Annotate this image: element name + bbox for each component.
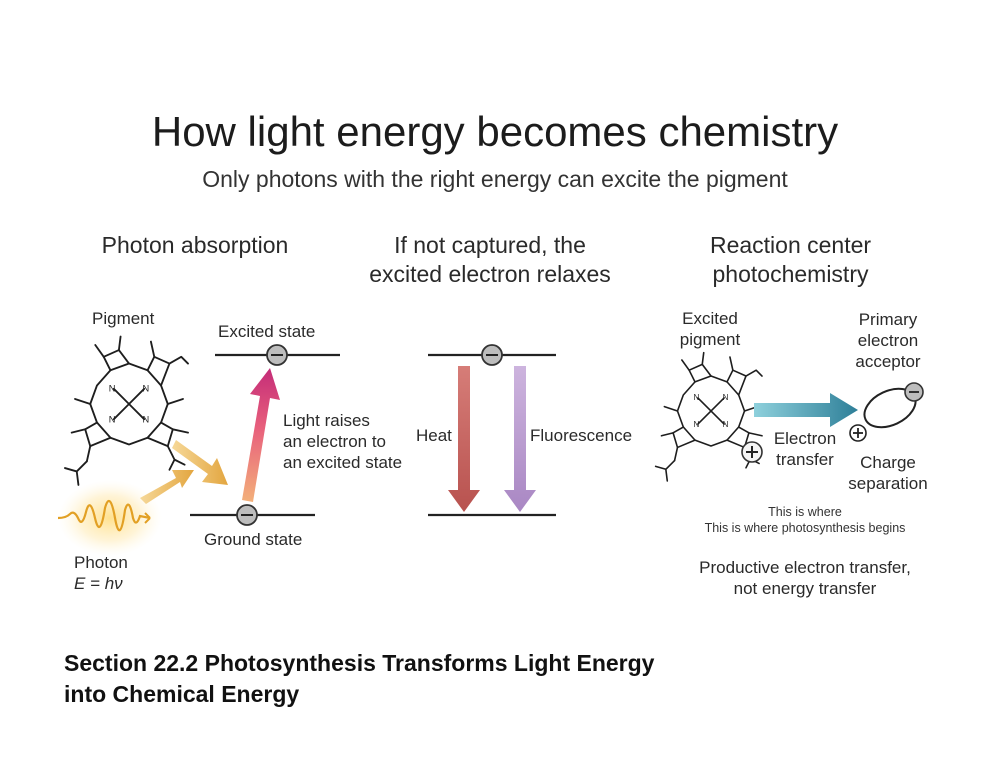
photon-arrow-1 (140, 470, 194, 504)
header-photon-absorption: Photon absorption (101, 232, 289, 258)
excitation-arrow (242, 368, 280, 502)
photon-arrow-2 (172, 440, 228, 485)
header-reaction-center: Reaction center photochemistry (709, 232, 872, 287)
charge-separation-label: Charge separation (848, 453, 928, 493)
photon-equation: E = hν (74, 574, 123, 593)
acceptor-electron (904, 382, 924, 402)
electron-transfer-arrow (754, 393, 858, 427)
excited-state-label: Excited state (218, 322, 316, 341)
page-title: How light energy becomes chemistry (151, 108, 839, 155)
acceptor-plus (849, 424, 867, 442)
header-relaxation: If not captured, the excited electron re… (369, 232, 611, 287)
fluorescence-label: Fluorescence (530, 426, 633, 445)
light-raises-label: Light raises an electron to an excited s… (283, 411, 403, 472)
note-small-1: This is where (768, 505, 842, 519)
heat-label: Heat (416, 426, 452, 445)
electron-relax (481, 344, 503, 366)
electron-excited (266, 344, 288, 366)
pigment-plus (741, 441, 763, 463)
ground-state-label: Ground state (204, 530, 303, 549)
excited-pigment-label: Excited pigment (679, 309, 741, 349)
excited-pigment-molecule (654, 351, 763, 482)
pigment-molecule (64, 335, 189, 486)
photon-label: Photon (74, 553, 128, 572)
fluorescence-arrow (504, 366, 536, 512)
primary-acceptor-label: Primary electron acceptor (855, 310, 921, 371)
productive-transfer-note: Productive electron transfer, not energy… (699, 558, 911, 598)
pigment-label: Pigment (92, 309, 155, 328)
electron-transfer-label: Electron transfer (773, 429, 837, 469)
heat-arrow (448, 366, 480, 512)
note-small-2: This is where photosynthesis begins (704, 521, 906, 535)
photon-glow (58, 480, 162, 556)
electron-ground (236, 504, 258, 526)
section-title: Section 22.2 Photosynthesis Transforms L… (64, 650, 655, 707)
photon-wave (57, 499, 151, 532)
page-subtitle: Only photons with the right energy can e… (202, 166, 788, 192)
